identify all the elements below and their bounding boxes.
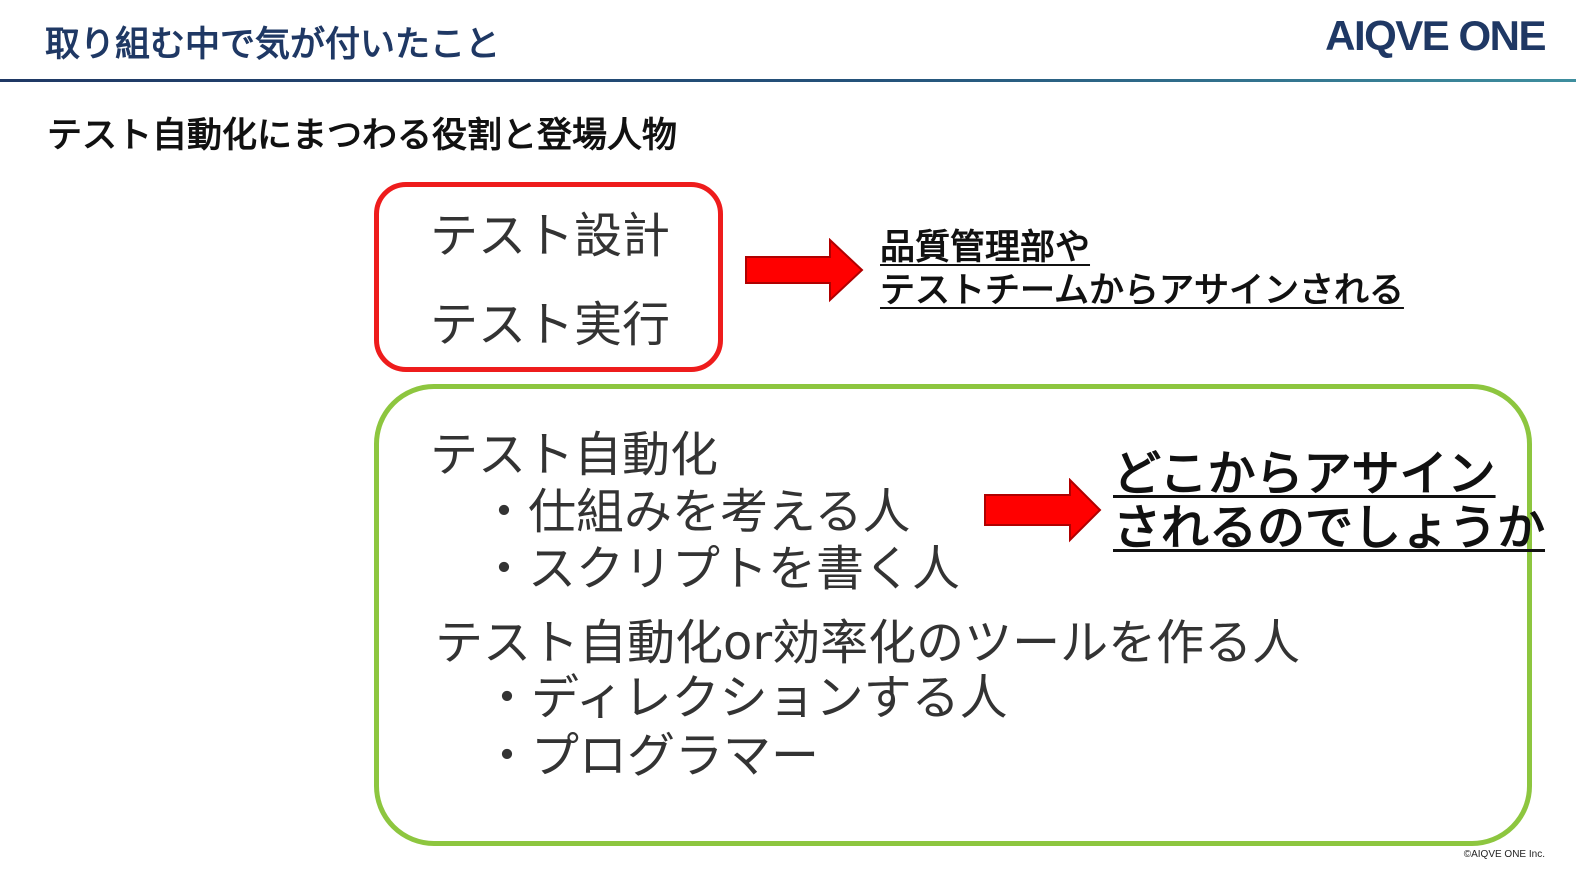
slide-title: 取り組む中で気が付いたこと — [45, 25, 501, 65]
role-programmer: ・プログラマー — [483, 728, 820, 784]
company-logo: AIQVE ONE — [1325, 12, 1546, 59]
automation-roles-frame — [374, 384, 1532, 846]
manual-note-line-1: 品質管理部や — [880, 228, 1091, 268]
group-heading-tool-builders: テスト自動化or効率化のツールを作る人 — [435, 615, 1301, 671]
automation-note-line-2: されるのでしょうか — [1113, 500, 1546, 556]
role-test-execution: テスト実行 — [430, 297, 671, 353]
role-script-writer: ・スクリプトを書く人 — [480, 541, 961, 597]
manual-roles-frame — [374, 182, 723, 372]
role-director: ・ディレクションする人 — [483, 670, 1008, 726]
manual-note-line-2: テストチームからアサインされる — [880, 271, 1404, 311]
copyright-notice: ©AIQVE ONE Inc. — [1463, 849, 1545, 860]
right-arrow-shape — [984, 478, 1102, 543]
automation-note-line-1: どこからアサイン — [1113, 446, 1496, 502]
right-arrow-icon — [745, 238, 864, 303]
right-arrow-icon — [984, 478, 1102, 543]
header-divider — [0, 79, 1576, 82]
right-arrow-shape — [745, 238, 864, 303]
slide-subtitle: テスト自動化にまつわる役割と登場人物 — [47, 116, 678, 156]
role-test-design: テスト設計 — [430, 208, 671, 264]
role-mechanism-designer: ・仕組みを考える人 — [480, 484, 911, 540]
group-heading-test-automation: テスト自動化 — [430, 427, 719, 483]
